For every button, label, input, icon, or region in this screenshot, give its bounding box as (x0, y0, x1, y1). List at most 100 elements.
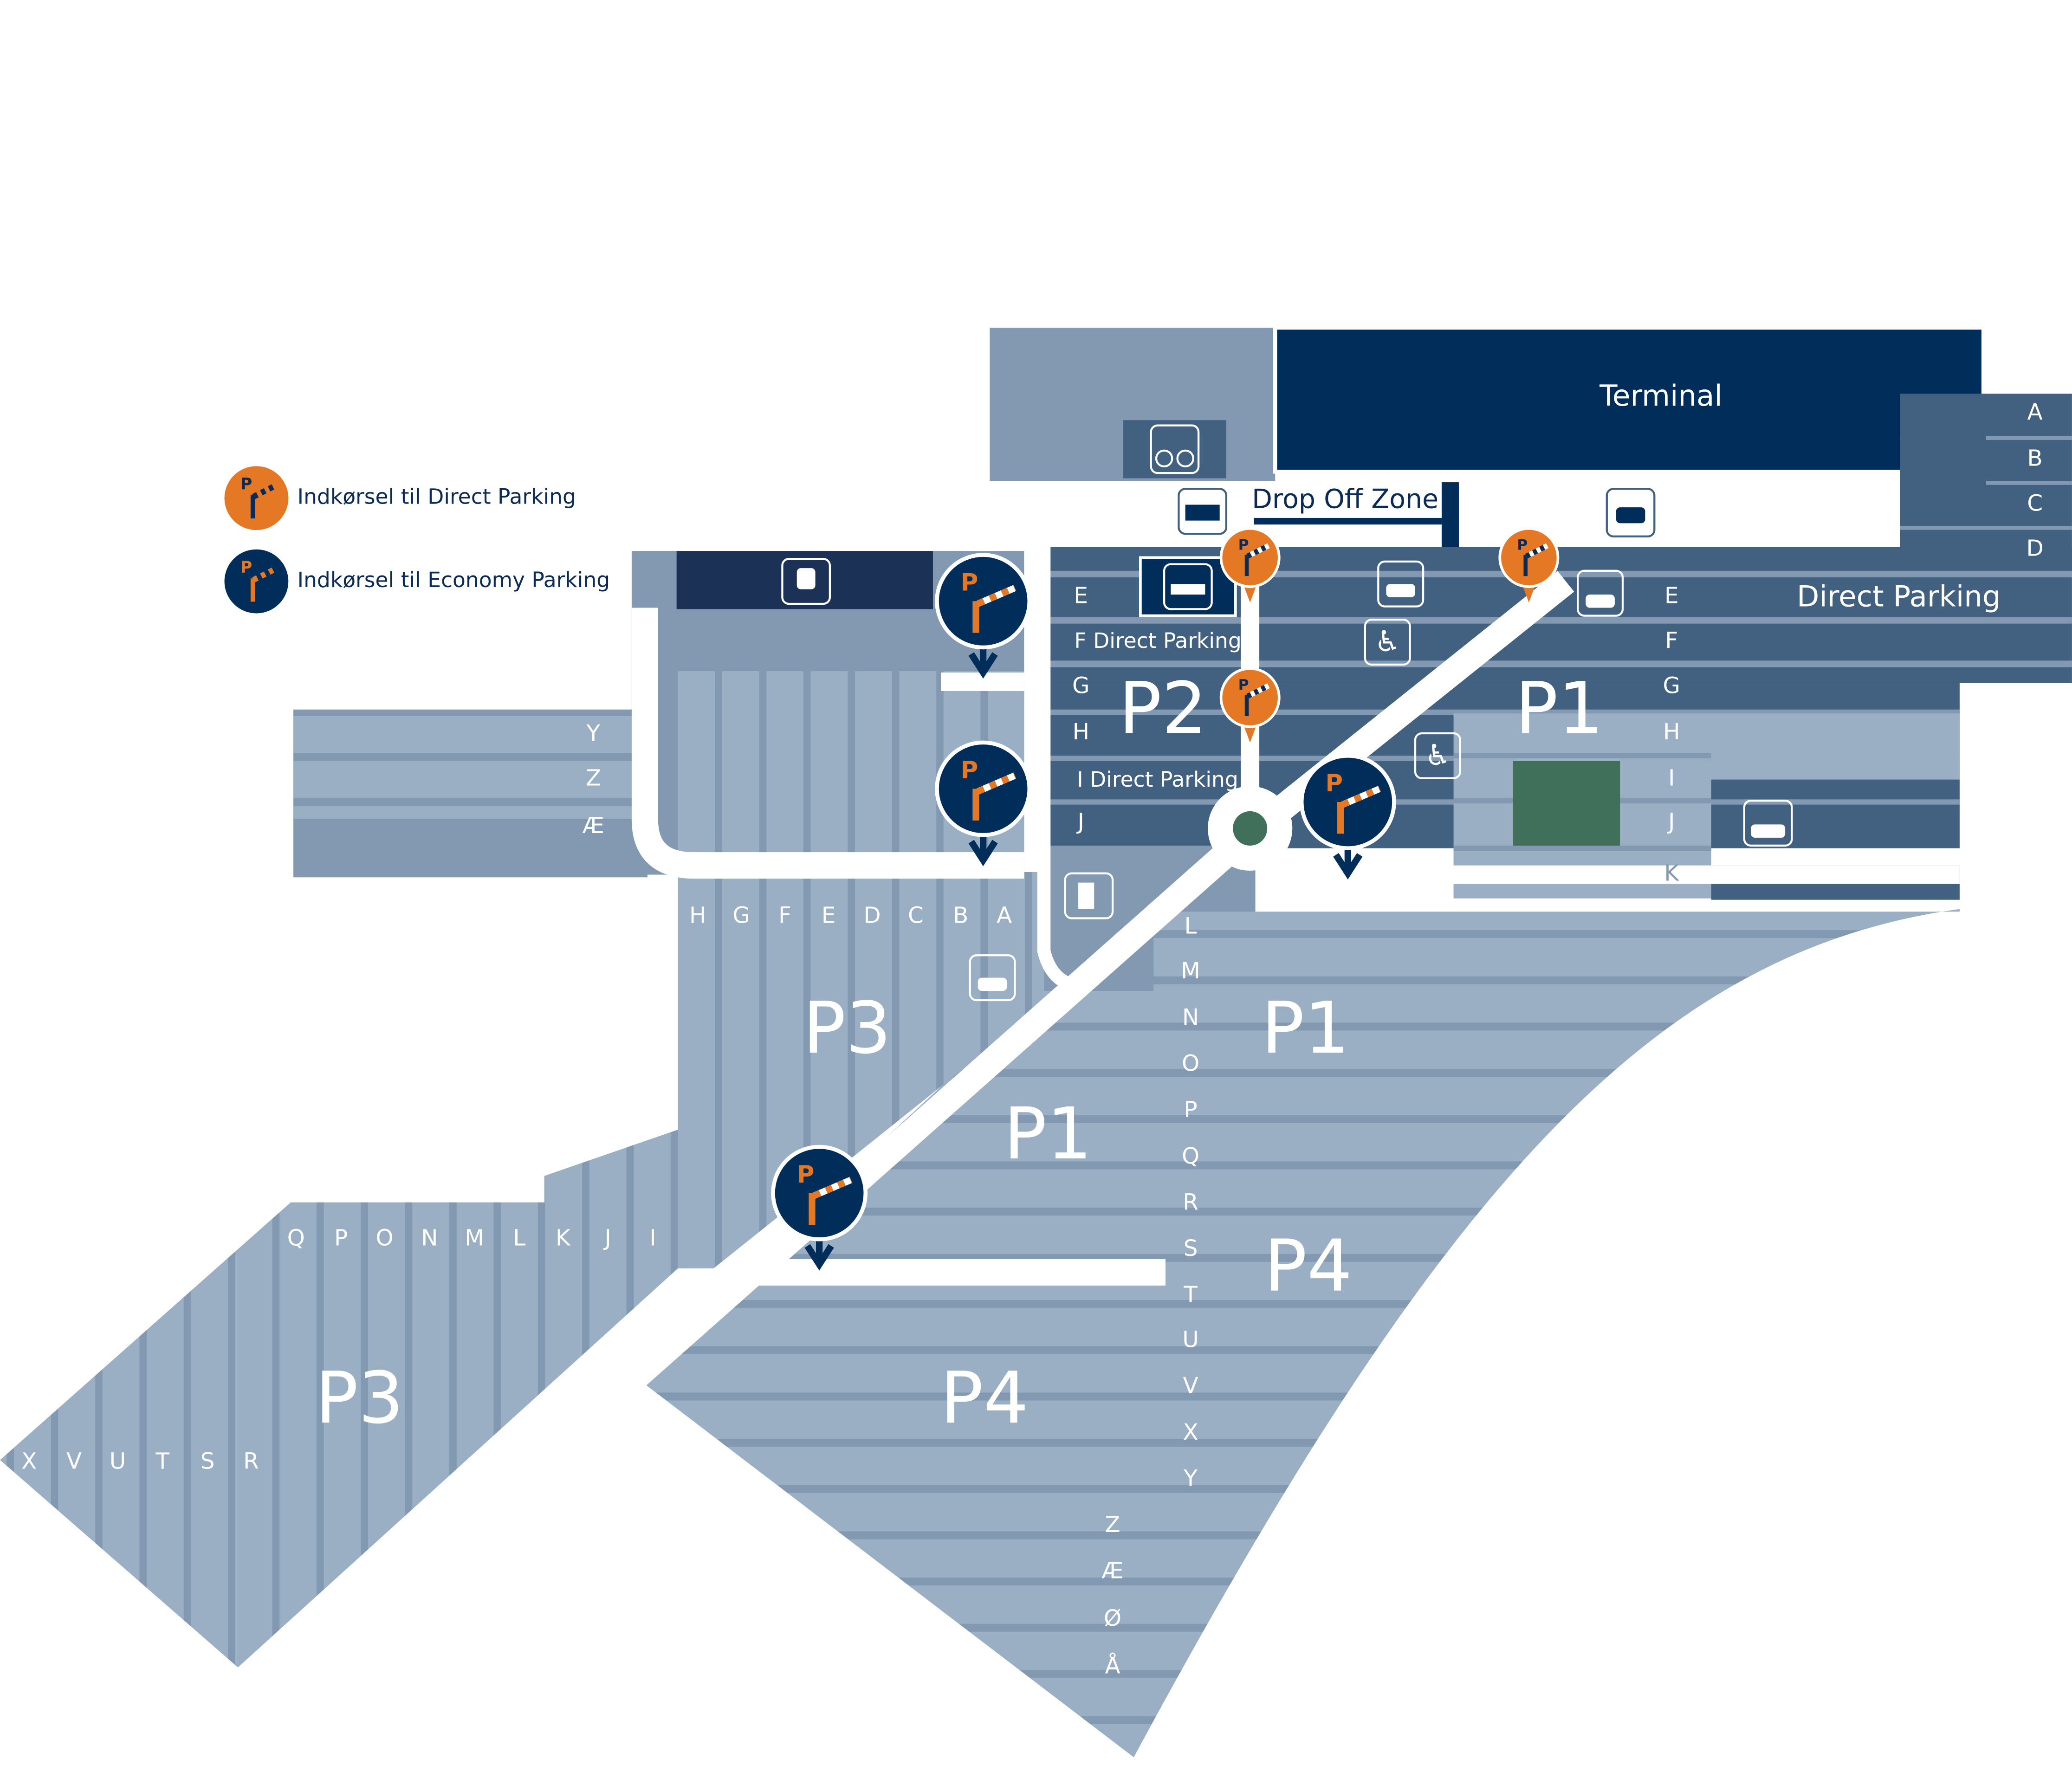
p3-loop-road (631, 608, 1024, 879)
ev-charging-icon (1377, 560, 1424, 608)
svg-text:G: G (732, 903, 750, 929)
svg-text:R: R (1183, 1189, 1198, 1215)
svg-text:R: R (243, 1448, 259, 1474)
ev-charging-icon (1577, 569, 1624, 617)
svg-text:E: E (822, 903, 836, 929)
svg-text:F: F (778, 903, 791, 929)
svg-text:S: S (201, 1448, 215, 1474)
svg-text:P3: P3 (803, 987, 892, 1070)
svg-text:D: D (2027, 535, 2044, 561)
svg-text:B: B (2027, 446, 2043, 472)
svg-text:F Direct Parking: F Direct Parking (1075, 628, 1242, 653)
svg-text:H: H (689, 903, 706, 929)
accessible-parking-icon: ♿ (1364, 619, 1411, 666)
svg-text:S: S (1184, 1235, 1198, 1261)
svg-text:T: T (155, 1448, 169, 1474)
svg-text:G: G (1663, 673, 1680, 698)
legend-economy-parking-label: Indkørsel til Economy Parking (298, 568, 610, 592)
svg-text:U: U (1182, 1326, 1198, 1352)
svg-text:O: O (1182, 1051, 1199, 1077)
svg-text:E: E (1074, 583, 1088, 609)
economy-parking-entrance-marker[interactable] (1301, 756, 1394, 873)
svg-text:L: L (513, 1225, 525, 1251)
svg-text:Y: Y (1183, 1465, 1198, 1491)
svg-text:P1: P1 (1515, 667, 1604, 750)
svg-text:Z: Z (586, 765, 601, 791)
train-icon (781, 558, 831, 605)
svg-text:O: O (376, 1225, 393, 1251)
svg-text:Æ: Æ (583, 813, 604, 839)
svg-text:F: F (1665, 628, 1678, 654)
hotel-icon (1163, 563, 1213, 610)
svg-text:P3: P3 (315, 1357, 404, 1440)
svg-text:H: H (1073, 719, 1089, 745)
p3-lower-area (0, 1129, 678, 1668)
svg-text:I Direct Parking: I Direct Parking (1077, 767, 1238, 792)
svg-text:Ø: Ø (1104, 1605, 1121, 1631)
direct-parking-label: Direct Parking (1797, 580, 2001, 614)
zone-labels: P2 P1 P1 P3 P1 P4 P4 P3 (315, 667, 1603, 1440)
svg-text:V: V (1183, 1373, 1198, 1399)
p3-middle-area (678, 872, 1044, 1268)
svg-text:B: B (953, 903, 968, 929)
roundabout-center (1233, 811, 1268, 846)
svg-text:Å: Å (1105, 1653, 1120, 1679)
svg-text:X: X (21, 1448, 37, 1474)
svg-text:P2: P2 (1119, 667, 1207, 750)
bicycle-parking-icon (1123, 420, 1226, 479)
svg-text:J: J (1076, 809, 1084, 835)
svg-text:G: G (1072, 673, 1090, 698)
svg-text:K: K (1664, 860, 1679, 886)
svg-text:P: P (240, 475, 252, 493)
green-area (1513, 761, 1620, 846)
svg-text:♿: ♿ (1424, 738, 1450, 772)
svg-text:E: E (1664, 583, 1679, 609)
svg-text:P4: P4 (1264, 1225, 1353, 1308)
svg-text:P1: P1 (1261, 987, 1350, 1070)
svg-text:I: I (1668, 765, 1675, 791)
legend-direct-parking-label: Indkørsel til Direct Parking (298, 485, 576, 509)
svg-text:♿: ♿ (1374, 624, 1400, 658)
svg-text:H: H (1663, 719, 1680, 745)
svg-text:P4: P4 (940, 1357, 1029, 1440)
svg-text:Q: Q (287, 1225, 305, 1251)
terminal-label: Terminal (1599, 379, 1722, 413)
svg-text:P1: P1 (1004, 1093, 1092, 1176)
svg-text:U: U (110, 1448, 126, 1474)
legend-direct-parking-icon: P (224, 466, 289, 530)
bus-icon (1178, 488, 1228, 535)
svg-text:Y: Y (586, 720, 601, 746)
taxi-icon (1606, 488, 1656, 537)
svg-text:M: M (1181, 958, 1200, 984)
svg-text:J: J (1667, 809, 1675, 835)
p1-p4-lower-area (631, 909, 1960, 1758)
svg-text:X: X (1183, 1419, 1198, 1445)
svg-text:N: N (1182, 1004, 1199, 1030)
svg-text:P: P (334, 1225, 348, 1251)
svg-text:C: C (908, 903, 924, 929)
legend: P Indkørsel til Direct Parking P Indkørs… (224, 466, 610, 614)
svg-text:T: T (1183, 1282, 1198, 1308)
ev-charging-icon (969, 954, 1016, 1002)
svg-text:A: A (2027, 399, 2043, 425)
svg-text:I: I (649, 1225, 656, 1251)
svg-text:K: K (556, 1225, 571, 1251)
svg-text:Q: Q (1182, 1143, 1199, 1169)
accessible-parking-icon: ♿ (1414, 732, 1461, 779)
drop-off-label: Drop Off Zone (1252, 484, 1438, 515)
svg-text:P: P (1184, 1097, 1197, 1123)
svg-text:V: V (66, 1448, 82, 1474)
svg-text:J: J (603, 1225, 611, 1251)
legend-economy-parking-icon: P (224, 549, 289, 614)
svg-text:A: A (997, 903, 1012, 929)
svg-text:L: L (1185, 913, 1197, 939)
terminal-building[interactable] (1273, 325, 1986, 474)
svg-text:Z: Z (1105, 1512, 1120, 1538)
fuel-station-icon (1064, 872, 1114, 919)
car-rental-icon (1743, 800, 1793, 847)
svg-text:D: D (863, 903, 881, 929)
svg-text:P: P (240, 558, 252, 577)
svg-text:M: M (465, 1225, 484, 1251)
